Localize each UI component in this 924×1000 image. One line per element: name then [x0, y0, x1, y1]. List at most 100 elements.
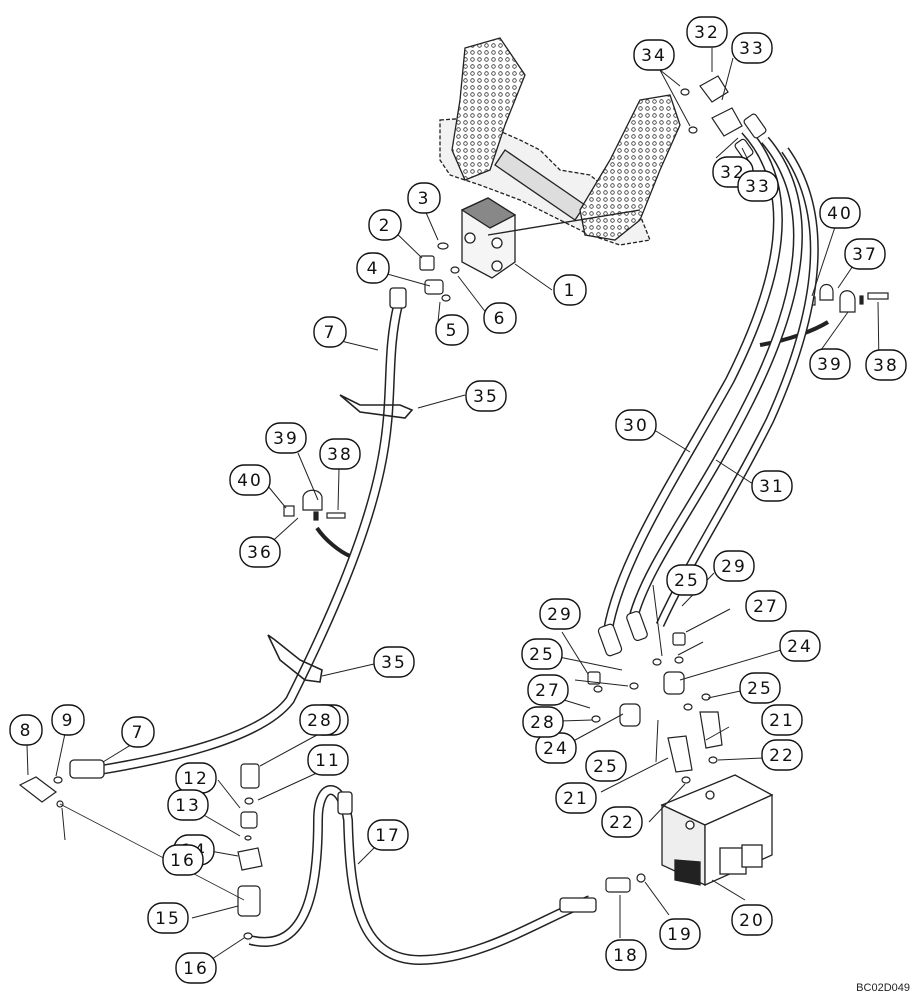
callout-number: 12	[183, 769, 209, 789]
callout-number: 9	[62, 711, 75, 731]
callout-number: 25	[593, 757, 619, 777]
callout-labels: 1234567789101112131415161617181920212122…	[9, 16, 907, 984]
callout-number: 38	[327, 445, 353, 465]
hose-17	[248, 785, 597, 966]
callout-number: 1	[564, 281, 577, 301]
callout-32: 32	[686, 16, 728, 48]
top-fittings	[680, 75, 767, 160]
left-small-parts	[18, 763, 646, 940]
callout-22: 22	[761, 739, 803, 771]
callout-number: 22	[609, 813, 635, 833]
callout-number: 25	[674, 571, 700, 591]
callout-number: 29	[721, 557, 747, 577]
callout-1: 1	[553, 274, 587, 306]
callout-number: 6	[494, 309, 507, 329]
callout-number: 27	[535, 681, 561, 701]
callout-31: 31	[751, 470, 793, 502]
callout-number: 7	[324, 323, 337, 343]
callout-9: 9	[51, 704, 85, 736]
callout-number: 40	[237, 471, 263, 491]
callout-11: 11	[307, 744, 349, 776]
callout-40: 40	[819, 197, 861, 229]
callout-35: 35	[465, 380, 507, 412]
callout-29: 29	[713, 550, 755, 582]
callout-number: 38	[873, 356, 899, 376]
callout-6: 6	[483, 302, 517, 334]
pedal-assembly	[439, 37, 681, 246]
callout-number: 13	[175, 796, 201, 816]
hose-7	[69, 287, 407, 779]
callout-40: 40	[229, 464, 271, 496]
callout-number: 25	[747, 679, 773, 699]
callout-number: 36	[247, 543, 273, 563]
callout-19: 19	[659, 918, 701, 950]
callout-21: 21	[555, 782, 597, 814]
callout-number: 20	[739, 911, 765, 931]
pedal-left	[451, 37, 526, 181]
callout-number: 15	[155, 909, 181, 929]
callout-13: 13	[167, 789, 209, 821]
control-valve	[460, 197, 641, 279]
callout-17: 17	[367, 819, 409, 851]
pedal-right	[579, 94, 681, 241]
callout-12: 12	[175, 762, 217, 794]
callout-number: 25	[529, 645, 555, 665]
callout-number: 33	[745, 177, 771, 197]
callout-number: 7	[132, 723, 145, 743]
callout-number: 16	[183, 959, 209, 979]
callout-number: 40	[827, 204, 853, 224]
callout-28: 28	[522, 706, 564, 738]
drawing-reference-code: BC02D049	[856, 982, 910, 994]
callout-8: 8	[9, 714, 43, 746]
callout-number: 29	[547, 605, 573, 625]
callout-4: 4	[356, 252, 390, 284]
callout-33: 33	[737, 170, 779, 202]
callout-number: 28	[307, 711, 333, 731]
clamp-assembly-left	[283, 489, 351, 558]
callout-number: 24	[543, 739, 569, 759]
callout-25: 25	[739, 672, 781, 704]
callout-3: 3	[407, 182, 441, 214]
callout-number: 34	[641, 46, 667, 66]
callout-24: 24	[779, 630, 821, 662]
callout-27: 27	[527, 674, 569, 706]
callout-number: 5	[446, 321, 459, 341]
callout-35: 35	[373, 646, 415, 678]
callout-25: 25	[521, 638, 563, 670]
callout-22: 22	[601, 806, 643, 838]
callout-number: 30	[623, 416, 649, 436]
callout-number: 35	[473, 387, 499, 407]
callout-33: 33	[731, 32, 773, 64]
hose-clip-35-lower	[267, 634, 323, 683]
callout-number: 37	[852, 245, 878, 265]
callout-27: 27	[745, 590, 787, 622]
callout-7: 7	[313, 316, 347, 348]
callout-number: 2	[379, 216, 392, 236]
callout-25: 25	[585, 750, 627, 782]
callout-5: 5	[435, 314, 469, 346]
callout-number: 35	[381, 653, 407, 673]
callout-number: 22	[769, 746, 795, 766]
callout-34: 34	[633, 39, 675, 71]
callout-number: 21	[769, 711, 795, 731]
callout-36: 36	[239, 536, 281, 568]
callout-38: 38	[865, 349, 907, 381]
callout-39: 39	[265, 422, 307, 454]
callout-number: 31	[759, 477, 785, 497]
callout-16: 16	[162, 844, 204, 876]
callout-29: 29	[539, 598, 581, 630]
callout-21: 21	[761, 704, 803, 736]
callout-2: 2	[368, 209, 402, 241]
callout-number: 21	[563, 789, 589, 809]
callout-number: 39	[817, 355, 843, 375]
callout-20: 20	[731, 904, 773, 936]
callout-38: 38	[319, 438, 361, 470]
callout-25: 25	[666, 564, 708, 596]
callout-number: 24	[787, 637, 813, 657]
callout-15: 15	[147, 902, 189, 934]
callout-37: 37	[844, 238, 886, 270]
callout-number: 8	[20, 721, 33, 741]
bottom-right-fittings	[587, 610, 723, 784]
callout-number: 39	[273, 429, 299, 449]
